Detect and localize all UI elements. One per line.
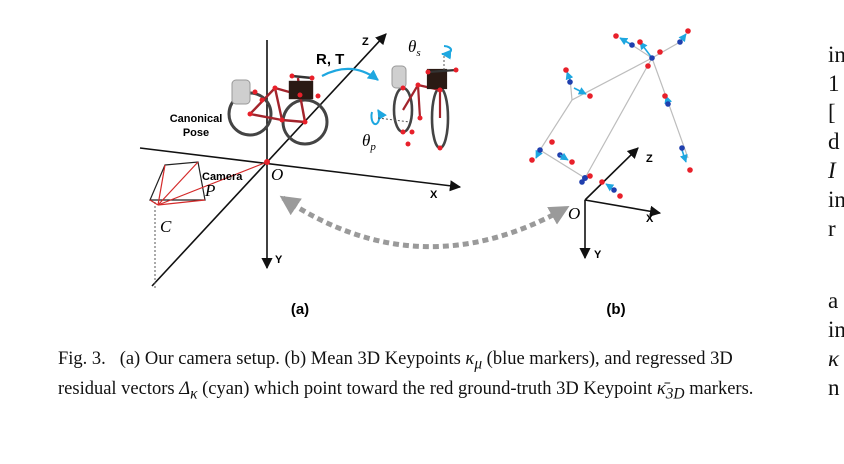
fragment: d [828,129,840,154]
canonical-pose-label-line1: Canonical [170,113,223,125]
theta-p-label: θp [362,131,376,153]
keypoint-markers [529,28,693,199]
right-column-fragments: in 1 [ d I in r a in κ n [828,40,844,402]
axis-z-label-a: Z [362,36,369,48]
axis-z-label-b: Z [646,153,653,165]
caption-text-3: (cyan) which point toward the red ground… [197,378,657,399]
bicycle-icon-canonical [227,74,329,146]
fragment: κ [828,346,840,371]
caption-fig-label: Fig. 3. [58,349,106,369]
fragment: in [828,317,844,342]
fragment: 1 [828,71,840,96]
fragment: in [828,187,844,212]
rt-label: R, T [316,51,344,68]
axis-y-label-a: Y [275,254,283,266]
theta-s-rotation-icon [441,45,453,60]
canonical-pose-label-line2: Pose [183,127,209,139]
bicycle-keypoints-canonical [247,73,321,125]
correspondence-arrow [279,195,570,250]
theta-s-label: θs [408,37,421,59]
panel-a: Canonical Pose Camera P C O X Y Z R, T θ… [139,33,462,318]
panel-b: O X Y Z (b) [529,28,693,318]
point-c-label: C [160,217,172,236]
fragment: a [828,288,839,313]
origin-label-a: O [271,165,283,184]
fragment: [ [828,100,836,125]
figure-caption: Fig. 3. (a) Our camera setup. (b) Mean 3… [58,347,794,406]
axis-x-label-a: X [430,189,438,201]
caption-kappa-bar: κ̄3D [656,378,685,403]
bicycle-keypoints-transformed [400,67,459,151]
axis-x-label-b: X [646,213,654,225]
caption-text-4: markers. [684,378,754,399]
caption-text-1: (a) Our camera setup. (b) Mean 3D Keypoi… [119,349,466,369]
fragment: n [828,375,840,400]
axis-x-line [139,147,462,192]
axis-y-label-b: Y [594,249,602,261]
axis-x-line-b [584,199,662,217]
caption-kappa-mu: κμ [465,349,483,373]
keypoint-skeleton [539,41,689,179]
camera-label: Camera [202,171,243,183]
panel-b-label: (b) [606,301,625,318]
caption-delta-kappa: Δκ [179,378,198,403]
theta-p-rotation-icon [370,109,387,126]
fragment: I [828,158,836,183]
point-p-label: P [204,181,215,200]
origin-label-b: O [568,204,580,223]
axis-z-line-b [584,147,639,201]
panel-a-label: (a) [291,301,309,318]
bicycle-icon-transformed [391,65,457,150]
camera-icon [149,161,268,288]
fragment: in [828,42,844,67]
fragment: r [828,216,836,241]
caption-text-2: (blue markers), and regressed 3D residua… [58,349,733,399]
rotation-arrow [321,67,379,81]
